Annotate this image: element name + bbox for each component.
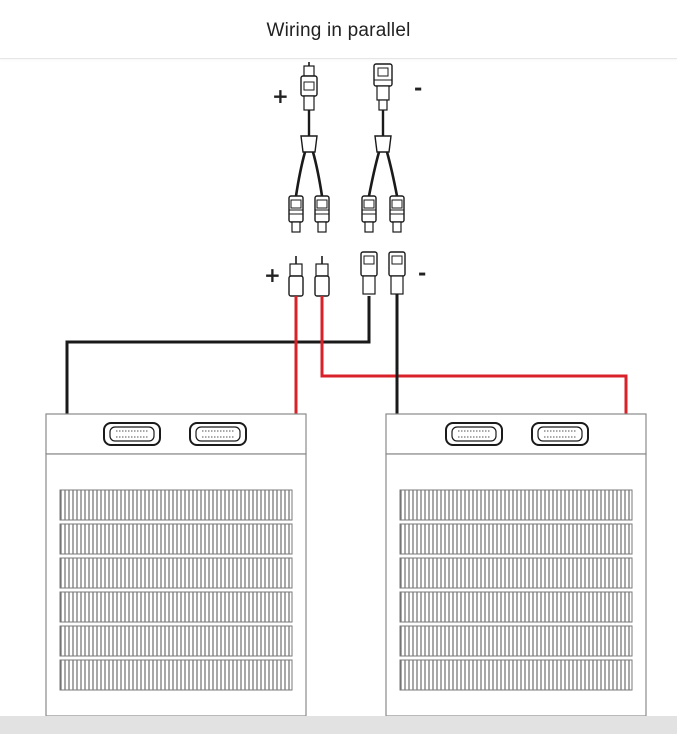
module-connectors [288, 251, 406, 297]
left-junction-box-positive [189, 422, 247, 446]
right-battery-module [385, 413, 647, 717]
wiring [65, 294, 628, 436]
top-negative-label: - [414, 76, 422, 100]
parallel-wiring-diagram: + - [45, 62, 647, 717]
page-header: Wiring in parallel [0, 0, 677, 59]
left-junction-box-negative [103, 422, 161, 446]
y-branch-negative [367, 135, 399, 197]
right-junction-box-positive [531, 422, 589, 446]
right-junction-box-negative [445, 422, 503, 446]
top-positive-label: + [272, 84, 289, 108]
page-title: Wiring in parallel [266, 20, 411, 41]
y-outputs [288, 195, 405, 233]
left-cooling-fins [59, 489, 293, 691]
y-branch-positive [294, 135, 324, 197]
bottom-scroll-bar [0, 716, 677, 734]
top-negative-connector [373, 63, 393, 136]
right-cooling-fins [399, 489, 633, 691]
left-battery-module [45, 413, 307, 717]
top-positive-connector [300, 62, 318, 136]
mid-negative-label: - [418, 261, 426, 285]
mid-positive-label: + [264, 263, 281, 287]
